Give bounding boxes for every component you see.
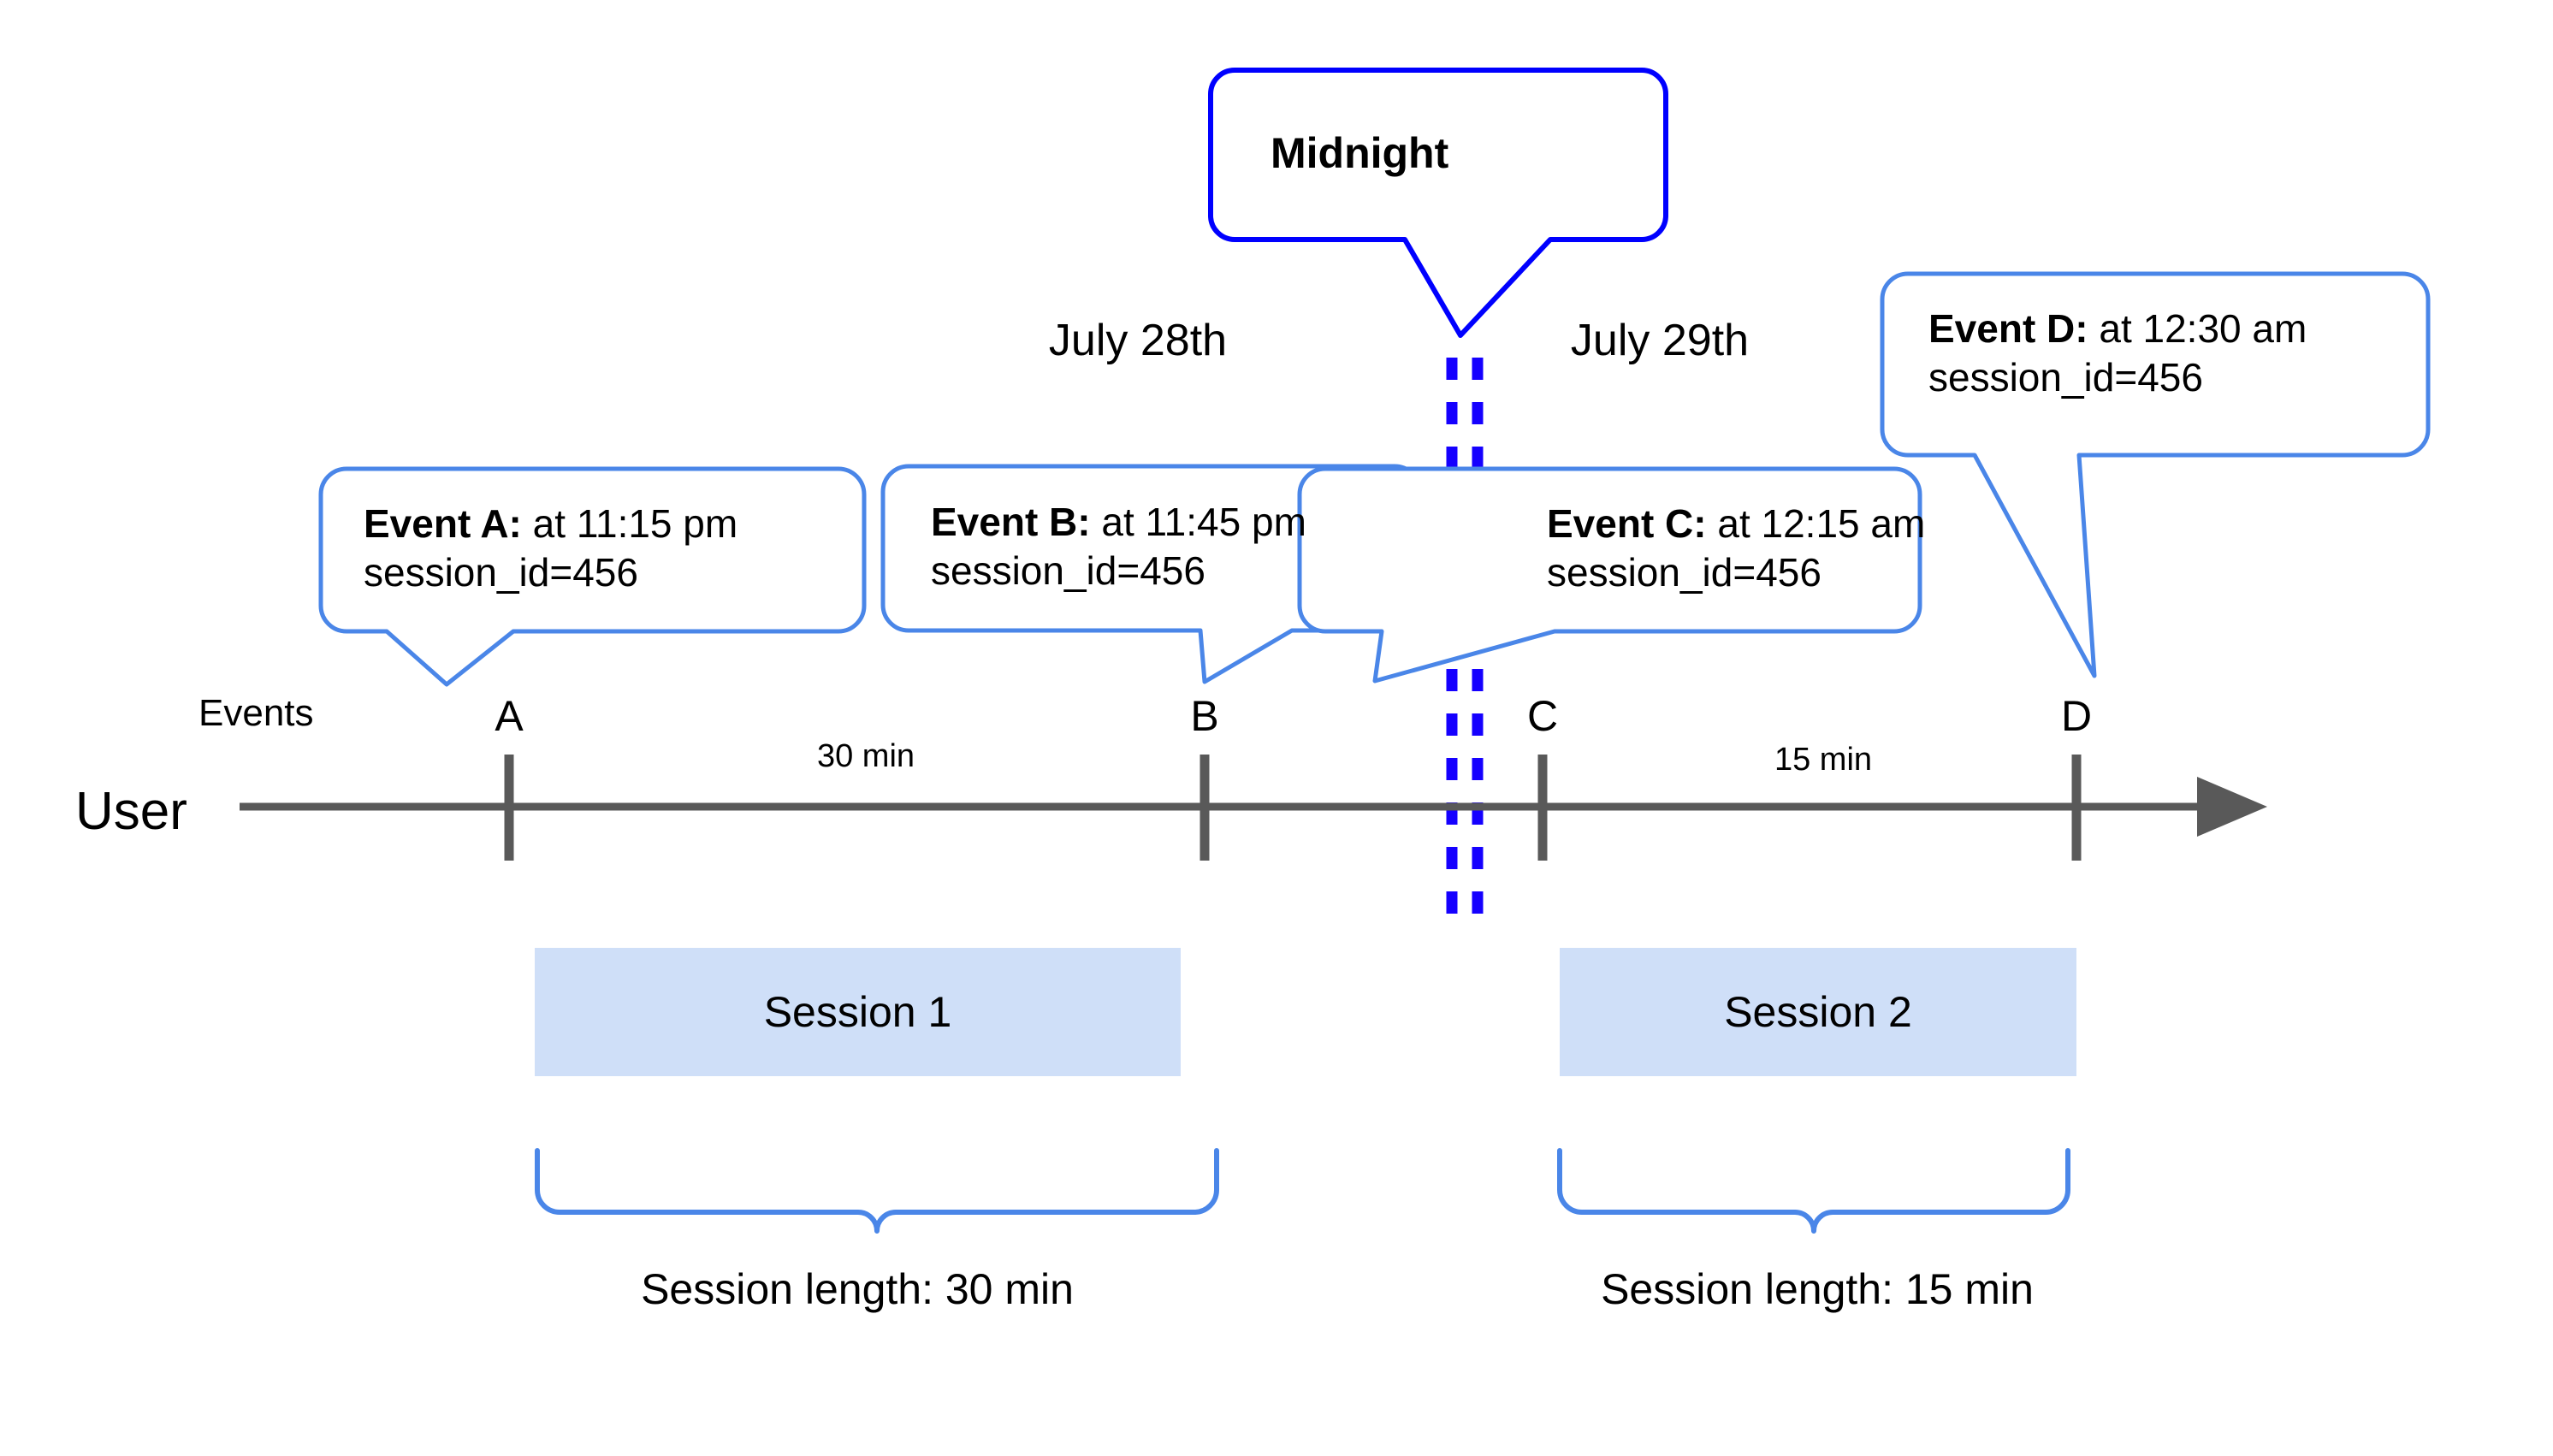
event-b-callout-text: Event B: at 11:45 pm session_id=456 (931, 498, 1306, 595)
duration-label-15-min: 15 min (1774, 742, 1873, 778)
session-2-bar (1560, 948, 2076, 1076)
event-c-lead: Event C: (1547, 501, 1707, 546)
session-2-bar-label: Session 2 (1724, 988, 1912, 1036)
timeline-axis-arrowhead (2197, 777, 2267, 837)
session-1-length-label: Session length: 30 min (641, 1265, 1074, 1313)
event-c-callout-text: Event C: at 12:15 am session_id=456 (1547, 500, 1925, 597)
event-a-line2: session_id=456 (364, 550, 638, 595)
event-a-callout-text: Event A: at 11:15 pm session_id=456 (364, 500, 737, 597)
tick-label-c: C (1526, 692, 1559, 740)
events-row-label: Events (198, 692, 314, 734)
date-label-july-28: July 28th (1048, 316, 1228, 365)
session-2-brace (1557, 1148, 2070, 1234)
event-c-line1: Event C: at 12:15 am (1547, 500, 1925, 548)
tick-label-b: B (1190, 692, 1219, 740)
event-c-line2: session_id=456 (1547, 550, 1821, 595)
event-a-detail: at 11:15 pm (521, 501, 738, 546)
midnight-callout-shape (1208, 68, 1668, 338)
session-1-bar-label: Session 1 (763, 988, 952, 1036)
duration-label-30-min: 30 min (816, 738, 915, 774)
session-1-bar (535, 948, 1181, 1076)
event-d-callout-text: Event D: at 12:30 am session_id=456 (1928, 305, 2307, 402)
event-b-line2: session_id=456 (931, 548, 1205, 594)
date-label-july-29: July 29th (1570, 316, 1750, 365)
session-2-length-label: Session length: 15 min (1601, 1265, 2034, 1313)
event-d-detail: at 12:30 am (2088, 306, 2307, 351)
event-c-detail: at 12:15 am (1706, 501, 1926, 546)
event-b-lead: Event B: (931, 500, 1091, 544)
session-1-brace (535, 1148, 1219, 1234)
event-b-detail: at 11:45 pm (1090, 500, 1306, 544)
tick-label-a: A (495, 692, 524, 740)
tick-label-d: D (2060, 692, 2093, 740)
midnight-callout-label: Midnight (1271, 129, 1449, 177)
user-row-label: User (75, 782, 187, 841)
event-d-line2: session_id=456 (1928, 355, 2203, 400)
event-a-lead: Event A: (364, 501, 522, 546)
event-d-lead: Event D: (1928, 306, 2088, 351)
event-b-line1: Event B: at 11:45 pm (931, 498, 1306, 547)
event-a-line1: Event A: at 11:15 pm (364, 500, 737, 548)
event-d-line1: Event D: at 12:30 am (1928, 305, 2307, 353)
